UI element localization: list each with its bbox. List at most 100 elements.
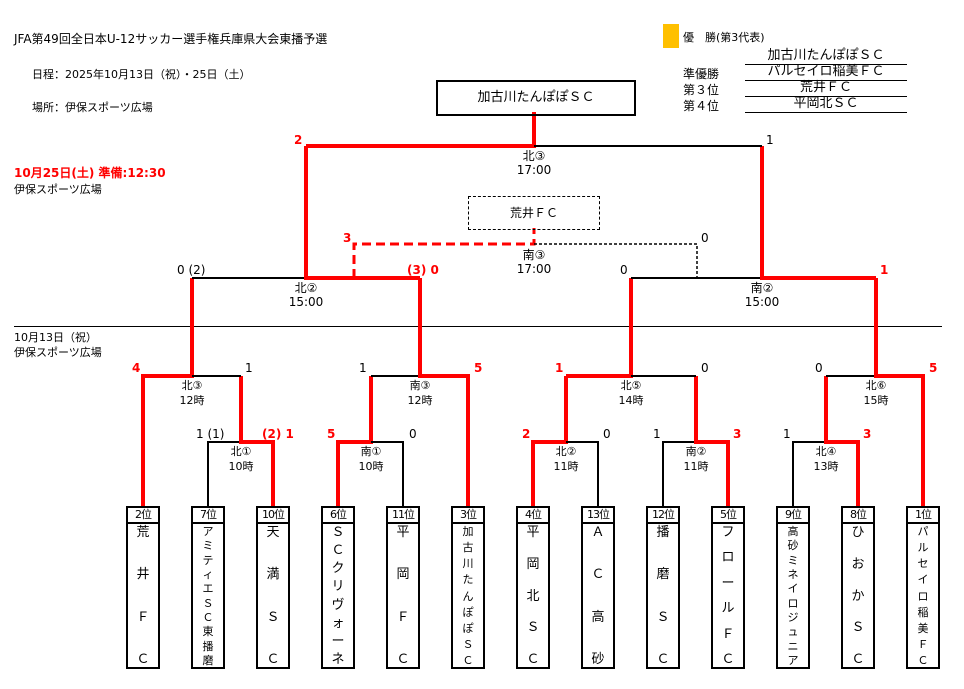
r1-m1-score-right: (2) 1	[262, 427, 294, 441]
semi1-match-label: 北②	[294, 281, 318, 295]
team-name-char: 高	[787, 525, 799, 538]
runner-up-label: 準優勝	[683, 67, 720, 81]
semi1-score-left: 0 (2)	[177, 263, 206, 277]
team-name-char: ぽ	[462, 605, 474, 619]
team-name-char: 播	[202, 639, 214, 653]
result-champion: 加古川たんぽぽＳＣ	[745, 49, 907, 65]
r1-m5-time: 13時	[813, 460, 839, 473]
r1-m4-left	[662, 441, 696, 506]
team-name-char: 荒	[136, 525, 150, 540]
r2-m3-winner	[566, 278, 633, 378]
third-time: 17:00	[516, 262, 552, 276]
team-name-char: 磨	[656, 567, 670, 583]
team-rank: 11位	[388, 508, 418, 524]
team-name-char: た	[462, 573, 474, 587]
team-name: 高砂ミネイロジュニア	[778, 524, 808, 666]
team-name-char: ぽ	[462, 621, 474, 635]
team-rank: 6位	[323, 508, 353, 524]
venue-text: 場所：伊保スポーツ広場	[32, 101, 153, 114]
team-name-char: Ｃ	[851, 652, 865, 667]
third-score-left: 3	[343, 231, 352, 245]
team-name-char: ひ	[851, 525, 865, 540]
final-score-left: 2	[294, 133, 303, 147]
third-score-right: 0	[701, 231, 709, 245]
team-name-char: Ｃ	[396, 651, 410, 667]
schedule-text: 日程：2025年10月13日（祝）・25日（土）	[32, 68, 251, 81]
team-name-char: 砂	[591, 651, 605, 667]
team-name-char: エ	[202, 582, 214, 596]
r1-m2-right	[371, 441, 404, 506]
semi1-time: 15:00	[288, 295, 324, 309]
team-name-char: 古	[462, 541, 474, 555]
team-name-char: ュ	[787, 625, 799, 639]
r2-m1-score-left: 4	[132, 361, 141, 375]
team-rank: 2位	[128, 508, 158, 524]
team-name-char: 東	[202, 625, 214, 639]
team-name-char: Ｃ	[462, 654, 474, 667]
team-name-char: 砂	[787, 539, 799, 553]
team-name-char: お	[851, 556, 865, 572]
r2-m4-score-right: 5	[929, 361, 938, 375]
team-name-char: Ｓ	[331, 525, 345, 540]
r1-m5-score-right: 3	[863, 427, 872, 441]
champion-box: 加古川たんぽぽＳＣ	[436, 80, 636, 116]
champion-label: 優 勝(第3代表)	[683, 31, 765, 44]
team-name-char: イ	[787, 582, 799, 596]
r2-m2-label: 南③	[409, 379, 431, 392]
third-place-box: 荒井ＦＣ	[468, 196, 600, 230]
team-name-char: Ｃ	[136, 651, 150, 667]
team-rank: 9位	[778, 508, 808, 524]
r1-m4-score-right: 3	[733, 427, 742, 441]
team-name-char: ア	[787, 653, 799, 667]
team-name-char: フ	[721, 525, 735, 540]
r1-m2-score-left: 5	[327, 427, 336, 441]
r2-m3-score-left: 1	[555, 361, 564, 375]
team-name-char: Ｃ	[526, 652, 540, 667]
r1-m3-time: 11時	[553, 460, 579, 473]
team-name-char: 平	[526, 525, 540, 540]
semi2-match-label: 南②	[750, 281, 774, 295]
team-name-char: か	[851, 588, 865, 604]
day1-venue: 伊保スポーツ広場	[14, 346, 102, 359]
team-name-char: ネ	[331, 651, 345, 667]
team-box: 9位高砂ミネイロジュニア	[776, 506, 810, 669]
team-name-char: Ｃ	[202, 610, 214, 624]
team-name-char: テ	[202, 553, 214, 567]
third-place-right	[534, 243, 698, 278]
page-title: JFA第49回全日本U-12サッカー選手権兵庫県大会東播予選	[14, 32, 328, 46]
team-name-char: Ａ	[591, 525, 605, 540]
team-name-char: Ｓ	[851, 620, 865, 636]
r1-m3-score-right: 0	[603, 427, 611, 441]
r1-m3-winner	[531, 376, 568, 506]
team-name-char: 稲	[917, 605, 929, 619]
day1-date: 10月13日（祝）	[14, 331, 97, 344]
team-name-char: Ｓ	[266, 609, 280, 625]
team-name-char: ィ	[202, 567, 214, 581]
result-third: 荒井ＦＣ	[745, 81, 907, 97]
team-name-char: ル	[917, 541, 929, 555]
r2-m1-score-right: 1	[245, 361, 253, 375]
team-name-char: ア	[202, 525, 214, 538]
team-rank: 7位	[193, 508, 223, 524]
r1-m3-right	[566, 441, 599, 506]
team-name-char: ク	[331, 561, 345, 577]
r2-m1-label: 北③	[181, 379, 203, 392]
team-name-char: Ｓ	[462, 637, 474, 651]
r1-m2-score-right: 0	[409, 427, 417, 441]
team-name-char: 播	[656, 525, 670, 540]
third-label: 第３位	[683, 83, 720, 97]
